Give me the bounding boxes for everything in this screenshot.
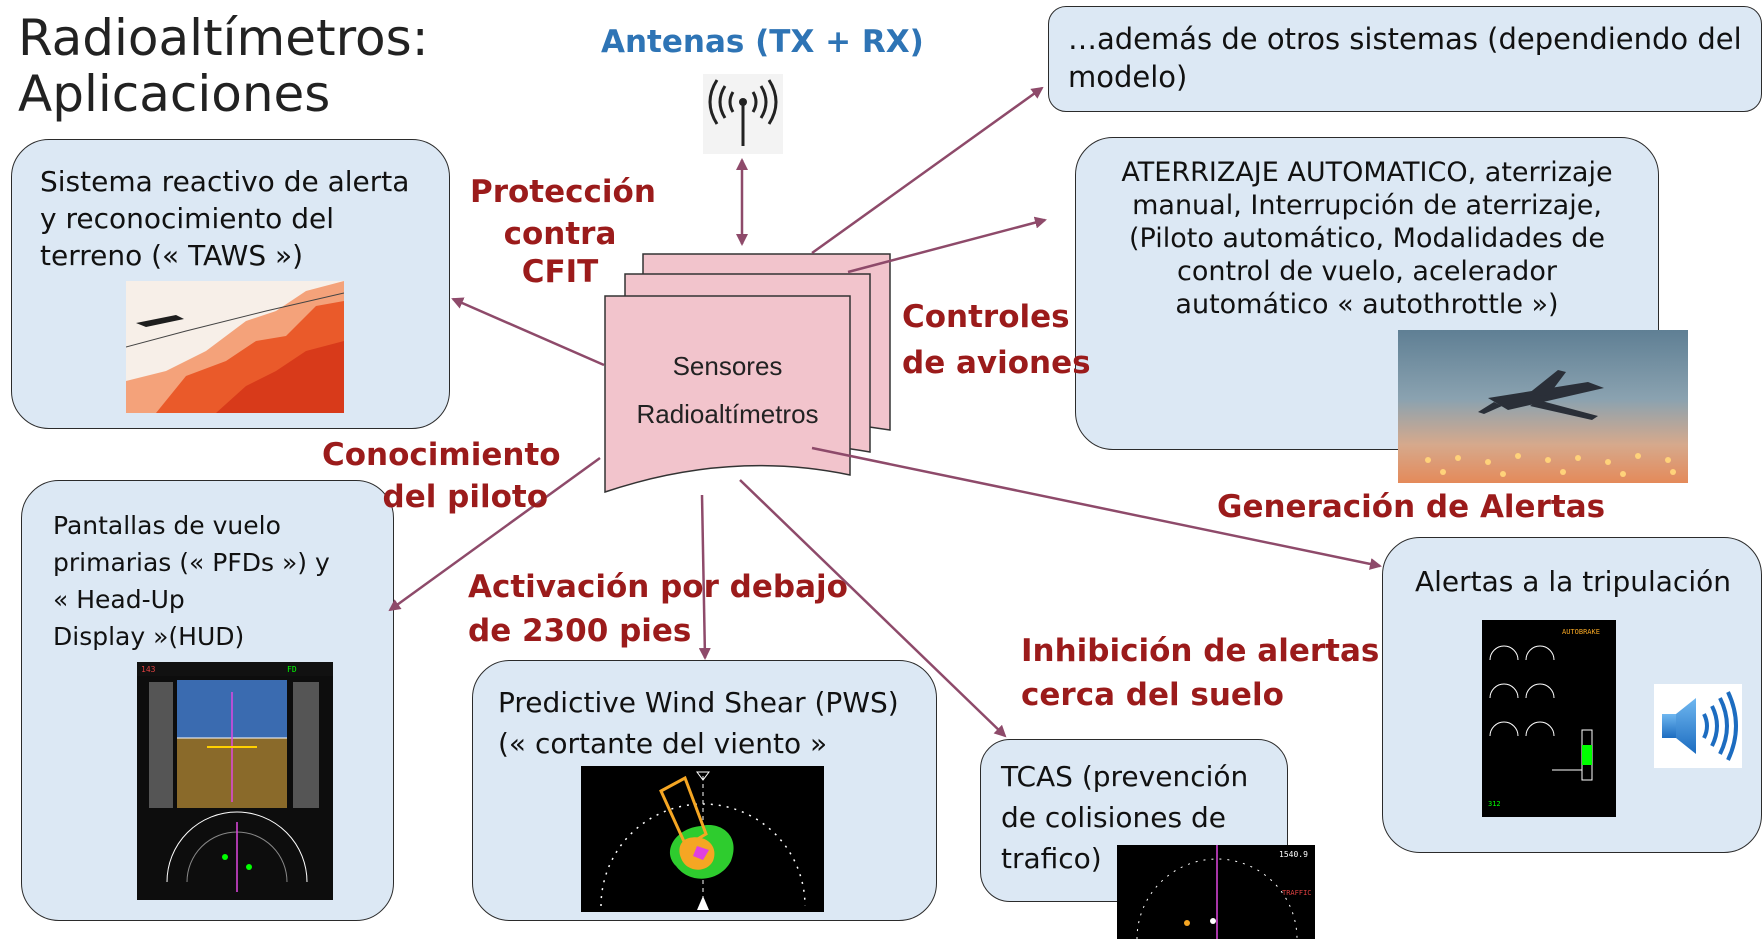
- svg-text:AUTOBRAKE: AUTOBRAKE: [1562, 628, 1600, 636]
- label-line: del piloto: [382, 479, 549, 515]
- arrow-tcas: [739, 479, 1007, 738]
- sensor-label: Sensores Radioaltímetros: [605, 342, 850, 438]
- tcas-line: trafico): [1001, 842, 1102, 875]
- speaker-icon-drawing: [1662, 691, 1738, 761]
- tcas-display-image: 1540.9 TRAFFIC: [1117, 845, 1315, 939]
- taws-line: Sistema reactivo de alerta: [40, 165, 410, 198]
- pws-radar-drawing: [600, 771, 806, 910]
- tcas-line: TCAS (prevención: [1001, 760, 1249, 793]
- label-line: de 2300 pies: [468, 613, 692, 649]
- terrain-image: [126, 281, 344, 413]
- antenna-label: Antenas (TX + RX): [601, 24, 924, 60]
- alertas-text: Alertas a la tripulación: [1415, 565, 1731, 598]
- speaker-icon: [1654, 684, 1742, 768]
- landing-plane-image: [1398, 330, 1688, 483]
- label-conocimiento-piloto: Conocimiento del piloto: [322, 436, 561, 516]
- title-line-1: Radioaltímetros:: [18, 9, 429, 67]
- aterrizaje-line: automático « autothrottle »): [1175, 289, 1559, 320]
- label-line: Activación por debajo: [468, 569, 848, 605]
- pws-line: (« cortante del viento »: [498, 727, 828, 760]
- label-line: de aviones: [902, 345, 1091, 381]
- tcas-drawing: 1540.9 TRAFFIC: [1136, 845, 1312, 939]
- svg-text:143: 143: [141, 665, 156, 674]
- sensor-line-1: Sensores: [672, 351, 783, 381]
- sensor-line-2: Radioaltímetros: [636, 399, 819, 429]
- pws-radar-image: [581, 766, 824, 912]
- aterrizaje-line: control de vuelo, acelerador: [1177, 256, 1557, 287]
- label-line: Protección: [470, 174, 656, 210]
- arrow-controles: [847, 216, 1047, 274]
- terrain-drawing: [126, 281, 344, 413]
- svg-text:TRAFFIC: TRAFFIC: [1282, 889, 1312, 897]
- landing-plane-drawing: [1425, 370, 1676, 477]
- label-proteccion-cfit: Protección contra CFIT: [470, 173, 656, 291]
- aterrizaje-text: ATERRIZAJE AUTOMATICO, aterrizaje manual…: [1085, 156, 1649, 321]
- pfd-drawing: 143 FD: [137, 662, 333, 892]
- alert-display-drawing: AUTOBRAKE 312: [1488, 628, 1600, 808]
- label-line: Inhibición de alertas: [1021, 633, 1380, 669]
- page-title: Radioaltímetros: Aplicaciones: [18, 10, 429, 122]
- label-inhibicion: Inhibición de alertas cerca del suelo: [1021, 632, 1379, 714]
- svg-text:1540.9: 1540.9: [1279, 850, 1308, 859]
- arrow-alertas: [811, 446, 1382, 570]
- pfd-line: Pantallas de vuelo: [53, 511, 281, 540]
- label-line: Conocimiento: [322, 437, 561, 473]
- antenna-icon: [703, 74, 783, 154]
- box-otros-sistemas: [1048, 6, 1762, 112]
- svg-text:312: 312: [1488, 800, 1501, 808]
- pfd-line: primarias (« PFDs ») y: [53, 548, 330, 577]
- tcas-line: de colisiones de: [1001, 801, 1226, 834]
- taws-line: terreno (« TAWS »): [40, 239, 304, 272]
- arrow-taws: [451, 297, 605, 367]
- taws-text: Sistema reactivo de alerta y reconocimie…: [40, 163, 440, 274]
- tcas-text: TCAS (prevención de colisiones de trafic…: [1001, 756, 1281, 879]
- sensor-stack: [604, 253, 891, 494]
- pfd-text: Pantallas de vuelo primarias (« PFDs ») …: [53, 507, 383, 655]
- otros-sistemas-text: …además de otros sistemas (dependiendo d…: [1068, 22, 1742, 94]
- antenna-icon-drawing: [708, 79, 778, 146]
- aterrizaje-line: ATERRIZAJE AUTOMATICO, aterrizaje: [1121, 157, 1613, 188]
- pws-line: Predictive Wind Shear (PWS): [498, 686, 899, 719]
- alert-display-image: AUTOBRAKE 312: [1482, 620, 1616, 817]
- title-line-2: Aplicaciones: [18, 65, 331, 123]
- aterrizaje-line: (Piloto automático, Modalidades de: [1129, 223, 1605, 254]
- label-generacion-alertas: Generación de Alertas: [1217, 489, 1606, 525]
- label-controles-aviones: Controles de aviones: [902, 298, 1091, 382]
- arrow-otros: [811, 86, 1044, 255]
- arrow-pfd: [388, 456, 601, 612]
- svg-text:FD: FD: [287, 665, 297, 674]
- label-activacion: Activación por debajo de 2300 pies: [468, 568, 848, 650]
- pfd-line: Display »(HUD): [53, 622, 245, 651]
- aterrizaje-line: manual, Interrupción de aterrizaje,: [1132, 190, 1602, 221]
- taws-line: y reconocimiento del: [40, 202, 334, 235]
- label-line: contra CFIT: [503, 216, 617, 290]
- label-line: Controles: [902, 299, 1070, 335]
- pws-text: Predictive Wind Shear (PWS) (« cortante …: [498, 682, 928, 764]
- label-line: cerca del suelo: [1021, 677, 1284, 713]
- arrow-pws: [698, 494, 711, 660]
- pfd-display-image: 143 FD: [137, 662, 333, 900]
- pfd-line: « Head-Up: [53, 585, 185, 614]
